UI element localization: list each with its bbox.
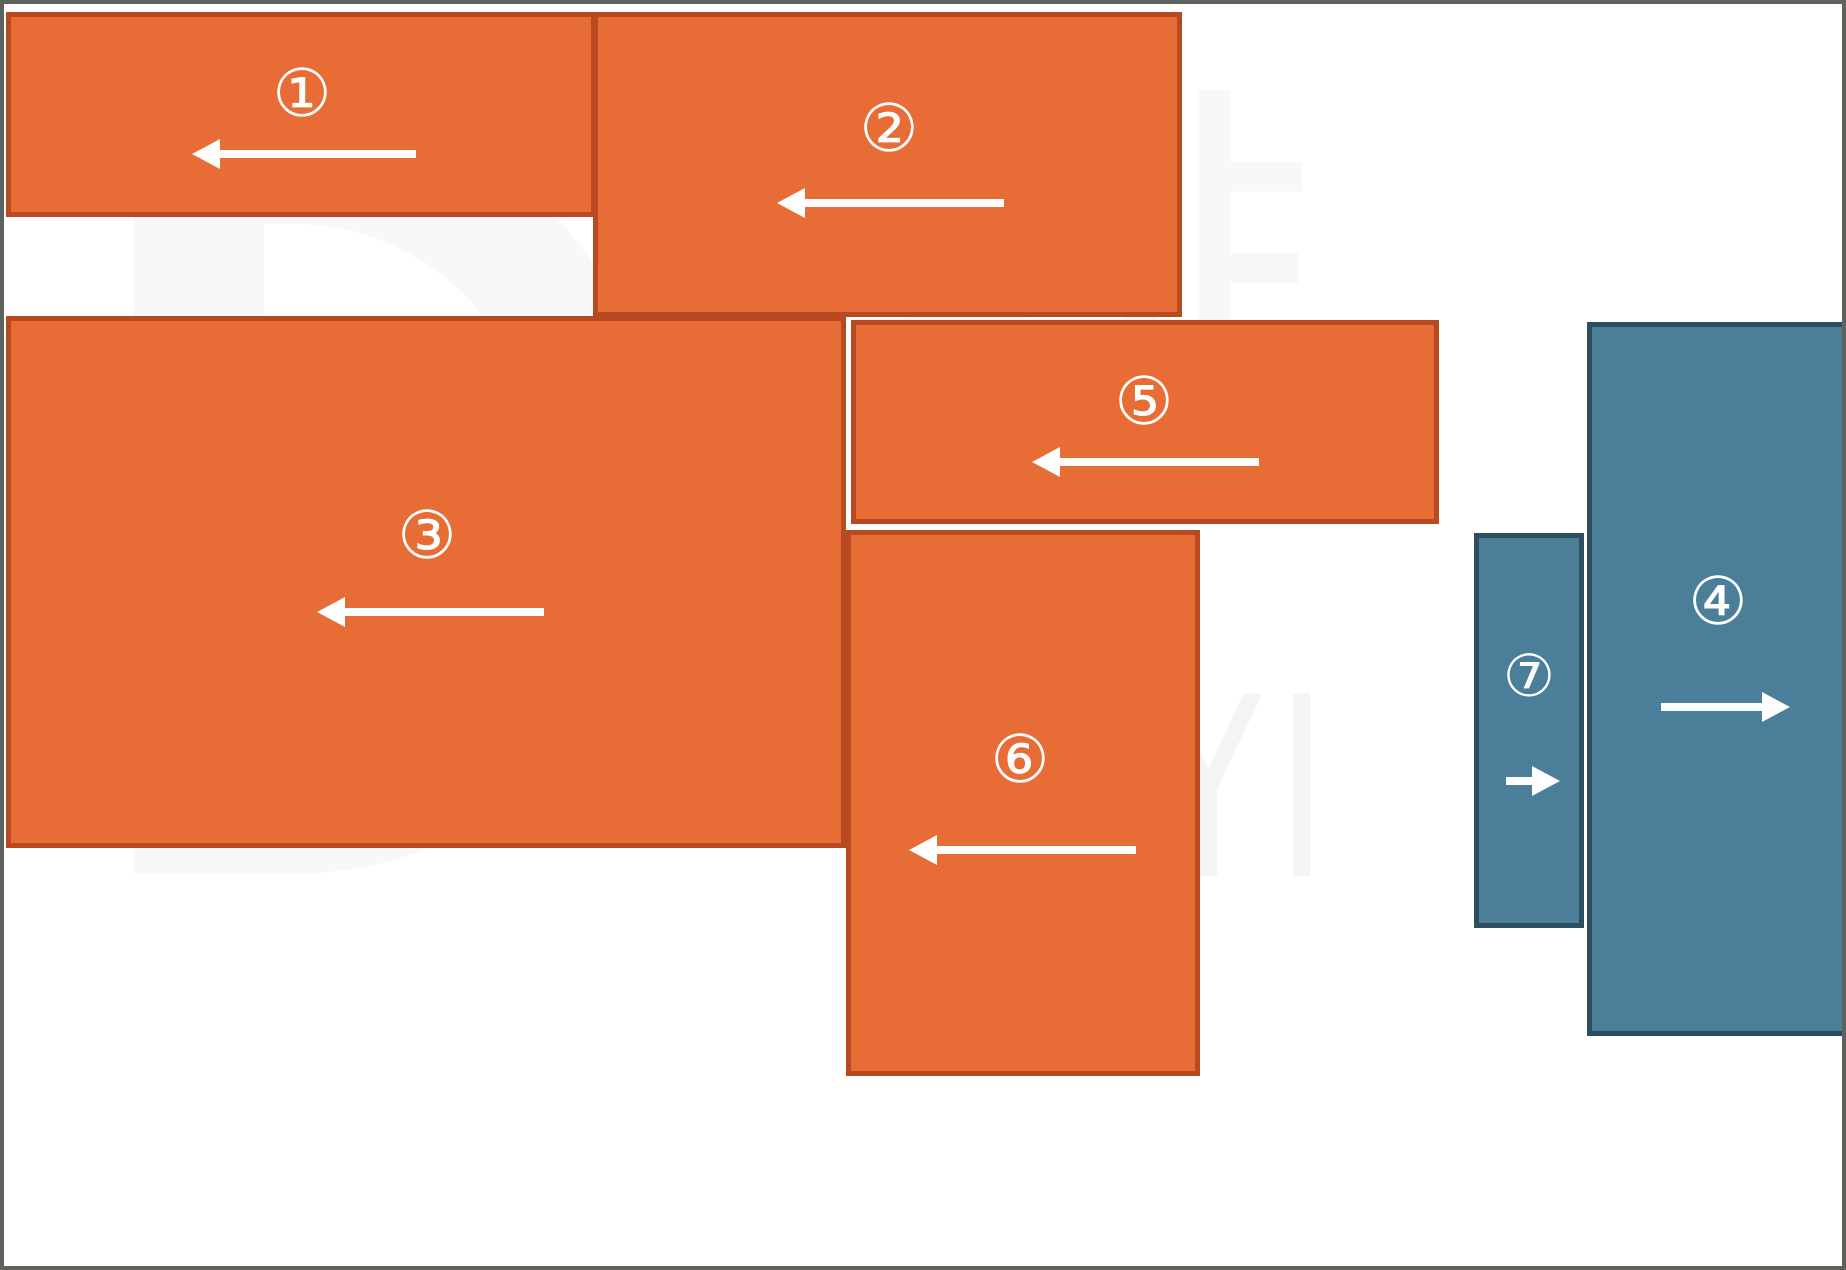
block-5 xyxy=(851,320,1439,524)
arrow-right-icon-4 xyxy=(1661,692,1790,722)
block-3-label: ③ xyxy=(397,497,457,574)
block-5-label: ⑤ xyxy=(1114,363,1174,440)
block-6-label: ⑥ xyxy=(990,721,1050,798)
block-6 xyxy=(846,530,1200,1076)
arrow-right-icon-7 xyxy=(1506,766,1560,796)
block-4 xyxy=(1587,322,1842,1036)
arrow-left-icon-5 xyxy=(1032,447,1259,477)
block-7 xyxy=(1474,533,1584,928)
block-2-label: ② xyxy=(859,90,919,167)
arrow-left-icon-3 xyxy=(317,597,544,627)
arrow-left-icon-6 xyxy=(909,835,1136,865)
block-3 xyxy=(6,316,846,848)
arrow-left-icon-1 xyxy=(192,139,416,169)
block-7-label: ⑦ xyxy=(1503,642,1555,710)
arrow-left-icon-2 xyxy=(777,188,1004,218)
block-1 xyxy=(6,12,596,217)
block-4-label: ④ xyxy=(1688,563,1748,640)
block-2 xyxy=(593,12,1182,317)
block-1-label: ① xyxy=(272,55,332,132)
